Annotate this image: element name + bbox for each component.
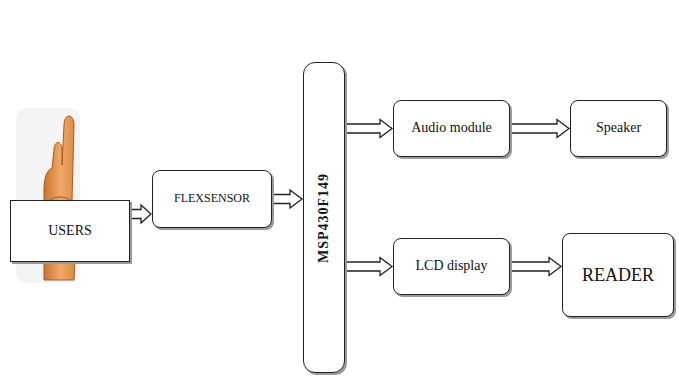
hollow-arrow xyxy=(346,120,392,138)
hollow-arrow xyxy=(273,190,302,208)
text-group: Speaker xyxy=(596,120,641,136)
output-box: Speaker xyxy=(570,100,667,157)
user-box: USERS xyxy=(10,200,130,262)
hollow-arrow xyxy=(346,258,392,276)
text-group: LCD display xyxy=(416,258,488,274)
node-label: Speaker xyxy=(596,120,641,136)
text-group: READER xyxy=(582,265,654,286)
node-label: LCD display xyxy=(416,258,488,274)
hollow-arrow xyxy=(131,205,151,223)
node-label: READER xyxy=(582,265,654,286)
text-group: Audio module xyxy=(411,120,492,136)
node-label: MSP430F149 xyxy=(316,172,332,262)
microcontroller-box: MSP430F149 xyxy=(303,62,345,373)
node-label: FLEXSENSOR xyxy=(174,192,250,206)
node-label: Audio module xyxy=(411,120,492,136)
display-box: LCD display xyxy=(393,238,510,295)
text-group: FLEXSENSOR xyxy=(174,192,250,206)
text-group: USERS xyxy=(48,223,92,239)
hollow-arrow xyxy=(511,258,561,276)
text-group: MSP430F149 xyxy=(304,63,344,372)
node-label: USERS xyxy=(48,223,92,239)
module-box: Audio module xyxy=(393,100,510,157)
sensor-box: FLEXSENSOR xyxy=(152,170,272,228)
hollow-arrow xyxy=(511,120,569,138)
reader-box: READER xyxy=(562,233,674,317)
